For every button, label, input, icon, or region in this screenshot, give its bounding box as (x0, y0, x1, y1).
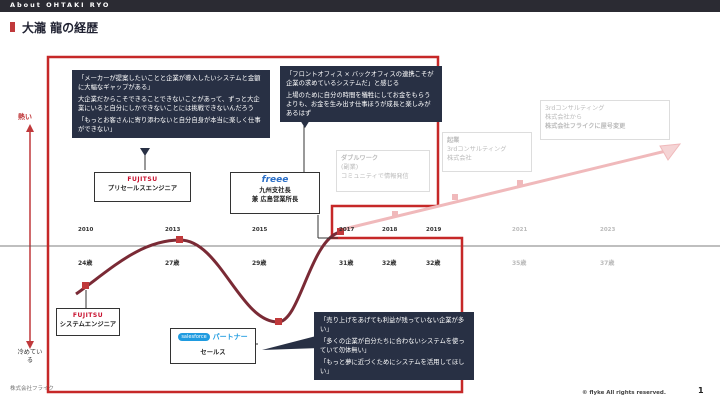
age-label: 31歳 (339, 260, 354, 267)
rename-line-3: 株式会社フライクに屋号変更 (545, 123, 626, 130)
year-label: 2018 (382, 227, 398, 233)
doublework-desc: コミュニティで情報発信 (341, 173, 409, 180)
age-label: 27歳 (165, 260, 180, 267)
year-label: 2019 (426, 227, 442, 233)
insight-note-1: 「メーカーが提案したいことと企業が導入したいシステムと金額に大幅なギャップがある… (72, 70, 270, 138)
year-label: 2017 (339, 227, 355, 233)
year-label: 2015 (252, 227, 268, 233)
curve-point-2013 (176, 236, 183, 243)
fujitsu-logo: FUJITSU (72, 312, 104, 319)
axis-bottom-label: 冷めている (17, 349, 43, 364)
footer-company: 株式会社フライク (10, 386, 54, 392)
freee-role-1: 九州支社長 (259, 187, 291, 194)
note-text: 「もっと夢に近づくためにシステムを活用してほしい」 (320, 359, 465, 375)
note-text: 「売り上げをあげても利益が残っていない企業が多い」 (320, 317, 465, 333)
kigyo-company: 3rdコンサルティング (447, 146, 507, 153)
age-label: 37歳 (600, 260, 615, 267)
note-text: 「多くの企業が自分たちに合わないシステムを使っていて勿体無い」 (320, 338, 465, 354)
year-label: 2010 (78, 227, 94, 233)
freee-logo: freee (261, 175, 289, 185)
kigyo-card: 起業 3rdコンサルティング 株式会社 (442, 132, 532, 172)
age-label: 24歳 (78, 260, 93, 267)
note-text: 大企業だからこそできることできないことがあって、ずっと大企業にいると自分にしかで… (78, 96, 260, 112)
year-label: 2021 (512, 227, 528, 233)
sales-label: セールス (200, 349, 226, 356)
title-accent (10, 22, 15, 32)
year-label: 2023 (600, 227, 616, 233)
partner-label: パートナー (212, 333, 248, 341)
axis-top-label: 熱い (18, 113, 32, 121)
freee-card: freee 九州支社長 兼 広島営業所長 (230, 172, 320, 214)
insight-note-3: 「売り上げをあげても利益が残っていない企業が多い」 「多くの企業が自分たちに合わ… (314, 312, 474, 380)
fujitsu-logo: FUJITSU (127, 176, 158, 183)
top-bar: About OHTAKI RYO (0, 0, 720, 12)
insight-note-2: 「フロントオフィス × バックオフィスの連携こそが企業の求めているシステムだ」と… (280, 66, 442, 122)
se-label: システムエンジニア (59, 321, 117, 328)
note-text: 「フロントオフィス × バックオフィスの連携こそが企業の求めているシステムだ」と… (286, 71, 434, 87)
rename-card: 3rdコンサルティング 株式会社から 株式会社フライクに屋号変更 (540, 100, 670, 140)
doublework-sub: (副業) (341, 164, 359, 171)
career-curve (75, 230, 341, 324)
page-number: 1 (698, 386, 704, 395)
presales-label: プリセールスエンジニア (107, 185, 178, 192)
rename-line-2: 株式会社から (545, 114, 583, 121)
kigyo-company-2: 株式会社 (447, 155, 472, 162)
sales-card: salesforce パートナー セールス (170, 328, 256, 364)
note-text: 「もっとお客さんに寄り添わないと自分自身が本当に楽しく仕事ができない」 (78, 117, 261, 133)
page-title: 大瀧 龍の経歴 (22, 21, 99, 35)
curve-point-2015 (275, 318, 282, 325)
note-text: 「メーカーが提案したいことと企業が導入したいシステムと金額に大幅なギャップがある… (78, 75, 261, 91)
presales-card: FUJITSU プリセールスエンジニア (94, 172, 191, 202)
doublework-card: ダブルワーク (副業) コミュニティで情報発信 (336, 150, 430, 192)
year-label: 2013 (165, 227, 181, 233)
curve-point-2010 (82, 282, 89, 289)
salesforce-logo: salesforce (178, 333, 210, 341)
age-label: 35歳 (512, 260, 527, 267)
note-text: 上場のために自分の時間を犠牲にしてお金をもらうよりも、お金を生み出す仕事ほうが成… (286, 92, 431, 117)
brand-label: About OHTAKI RYO (10, 1, 111, 9)
kigyo-title: 起業 (447, 137, 460, 144)
freee-role-2: 兼 広島営業所長 (251, 196, 299, 203)
curve-point-2017 (337, 228, 344, 235)
se-card: FUJITSU システムエンジニア (56, 308, 120, 336)
rename-line-1: 3rdコンサルティング (545, 105, 605, 112)
age-label: 32歳 (382, 260, 397, 267)
age-label: 29歳 (252, 260, 267, 267)
copyright: © flyke All rights reserved. (582, 390, 666, 396)
age-label: 32歳 (426, 260, 441, 267)
doublework-title: ダブルワーク (341, 155, 379, 162)
